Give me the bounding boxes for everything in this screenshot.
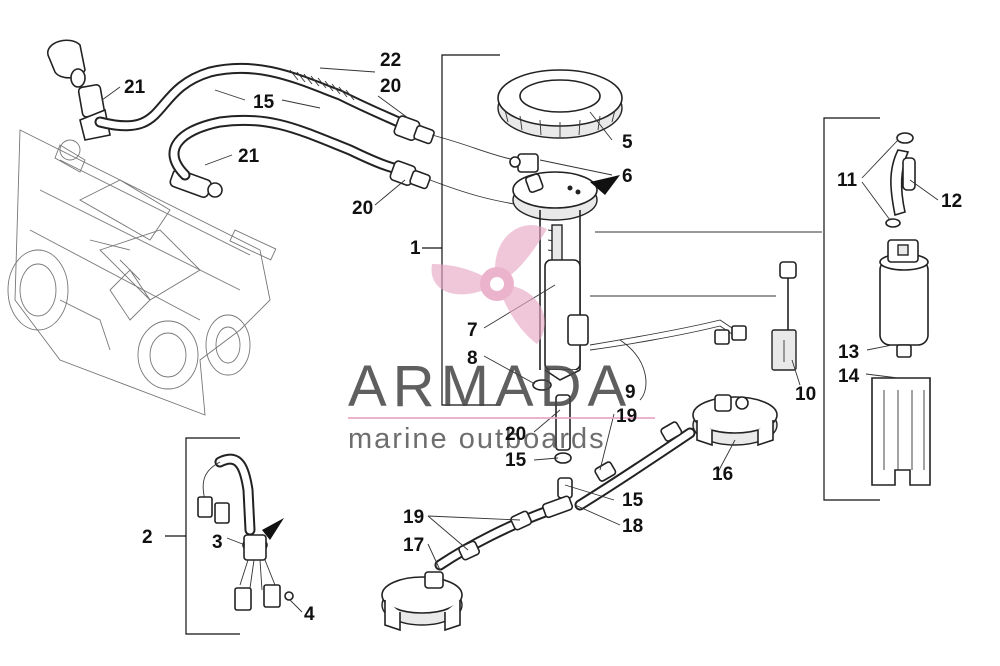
pump-flange (512, 171, 620, 221)
callout-8: 8 (467, 348, 478, 369)
fuel-pump-hose (890, 149, 916, 217)
callout-21-lower: 21 (238, 146, 260, 167)
engine-throttle-body (7, 129, 277, 416)
callout-9: 9 (625, 382, 636, 403)
callout-15-upper: 15 (253, 92, 275, 113)
callout-13: 13 (838, 342, 859, 363)
callout-6: 6 (622, 166, 633, 187)
leader-hose-to-pump (429, 179, 521, 206)
callout-14: 14 (838, 366, 860, 387)
fuel-pump (879, 239, 929, 358)
callout-20-lower: 20 (352, 198, 373, 219)
wiring-harness-bracket (165, 437, 240, 635)
fuel-pickup-left (381, 571, 463, 632)
callout-19-lower: 19 (403, 507, 424, 528)
callout-2: 2 (142, 527, 153, 548)
pump-fitting (509, 153, 539, 173)
bracket-assembly-1 (422, 54, 500, 406)
hose-clamp-lower (389, 160, 431, 190)
o-ring (532, 379, 552, 391)
fuel-pickup-right (692, 394, 778, 447)
callout-7: 7 (467, 320, 478, 341)
wiring-harness (197, 453, 294, 611)
callout-19-upper: 19 (616, 406, 637, 427)
callout-5: 5 (622, 132, 633, 153)
hose-clamp-upper (393, 115, 435, 145)
lock-ring (497, 69, 623, 139)
fuel-line-lower (434, 394, 696, 571)
callout-20-bottom: 20 (505, 424, 526, 445)
callout-22: 22 (380, 50, 401, 71)
electrical-connector (771, 261, 797, 371)
callout-3: 3 (212, 532, 223, 553)
brand-watermark: ARMADA marine outboards (348, 225, 655, 455)
callout-labels: 22 20 21 15 21 20 5 6 1 7 8 9 10 11 12 1… (124, 50, 962, 625)
callout-15-middle: 15 (505, 450, 527, 471)
fuel-pump-strainer (871, 377, 931, 486)
callout-16: 16 (712, 464, 733, 485)
callout-20-upper: 20 (380, 76, 401, 97)
callout-1: 1 (410, 238, 421, 259)
direction-arrow-icon (590, 175, 620, 195)
callout-10: 10 (795, 384, 816, 405)
leader-hose-to-fitting (431, 134, 516, 161)
hose-clamp-small (885, 132, 914, 228)
fuel-pump-bracket (823, 117, 880, 501)
leader-lines (101, 67, 939, 613)
brand-name: ARMADA (348, 354, 632, 419)
callout-15-lower: 15 (622, 490, 644, 511)
propeller-logo-icon (431, 225, 547, 344)
callout-21-upper: 21 (124, 77, 146, 98)
brand-tagline: marine outboards (348, 423, 606, 455)
callout-18: 18 (622, 516, 643, 537)
fuel-hose-rail (94, 62, 411, 181)
callout-4: 4 (304, 604, 315, 625)
callout-11: 11 (837, 170, 858, 191)
callout-12: 12 (941, 191, 962, 212)
pump-wire-harness (589, 319, 747, 401)
fuel-rail-injector-upper (47, 39, 111, 141)
protective-sleeve (289, 69, 355, 101)
callout-17: 17 (403, 535, 424, 556)
harness-arrow-icon (262, 518, 284, 540)
